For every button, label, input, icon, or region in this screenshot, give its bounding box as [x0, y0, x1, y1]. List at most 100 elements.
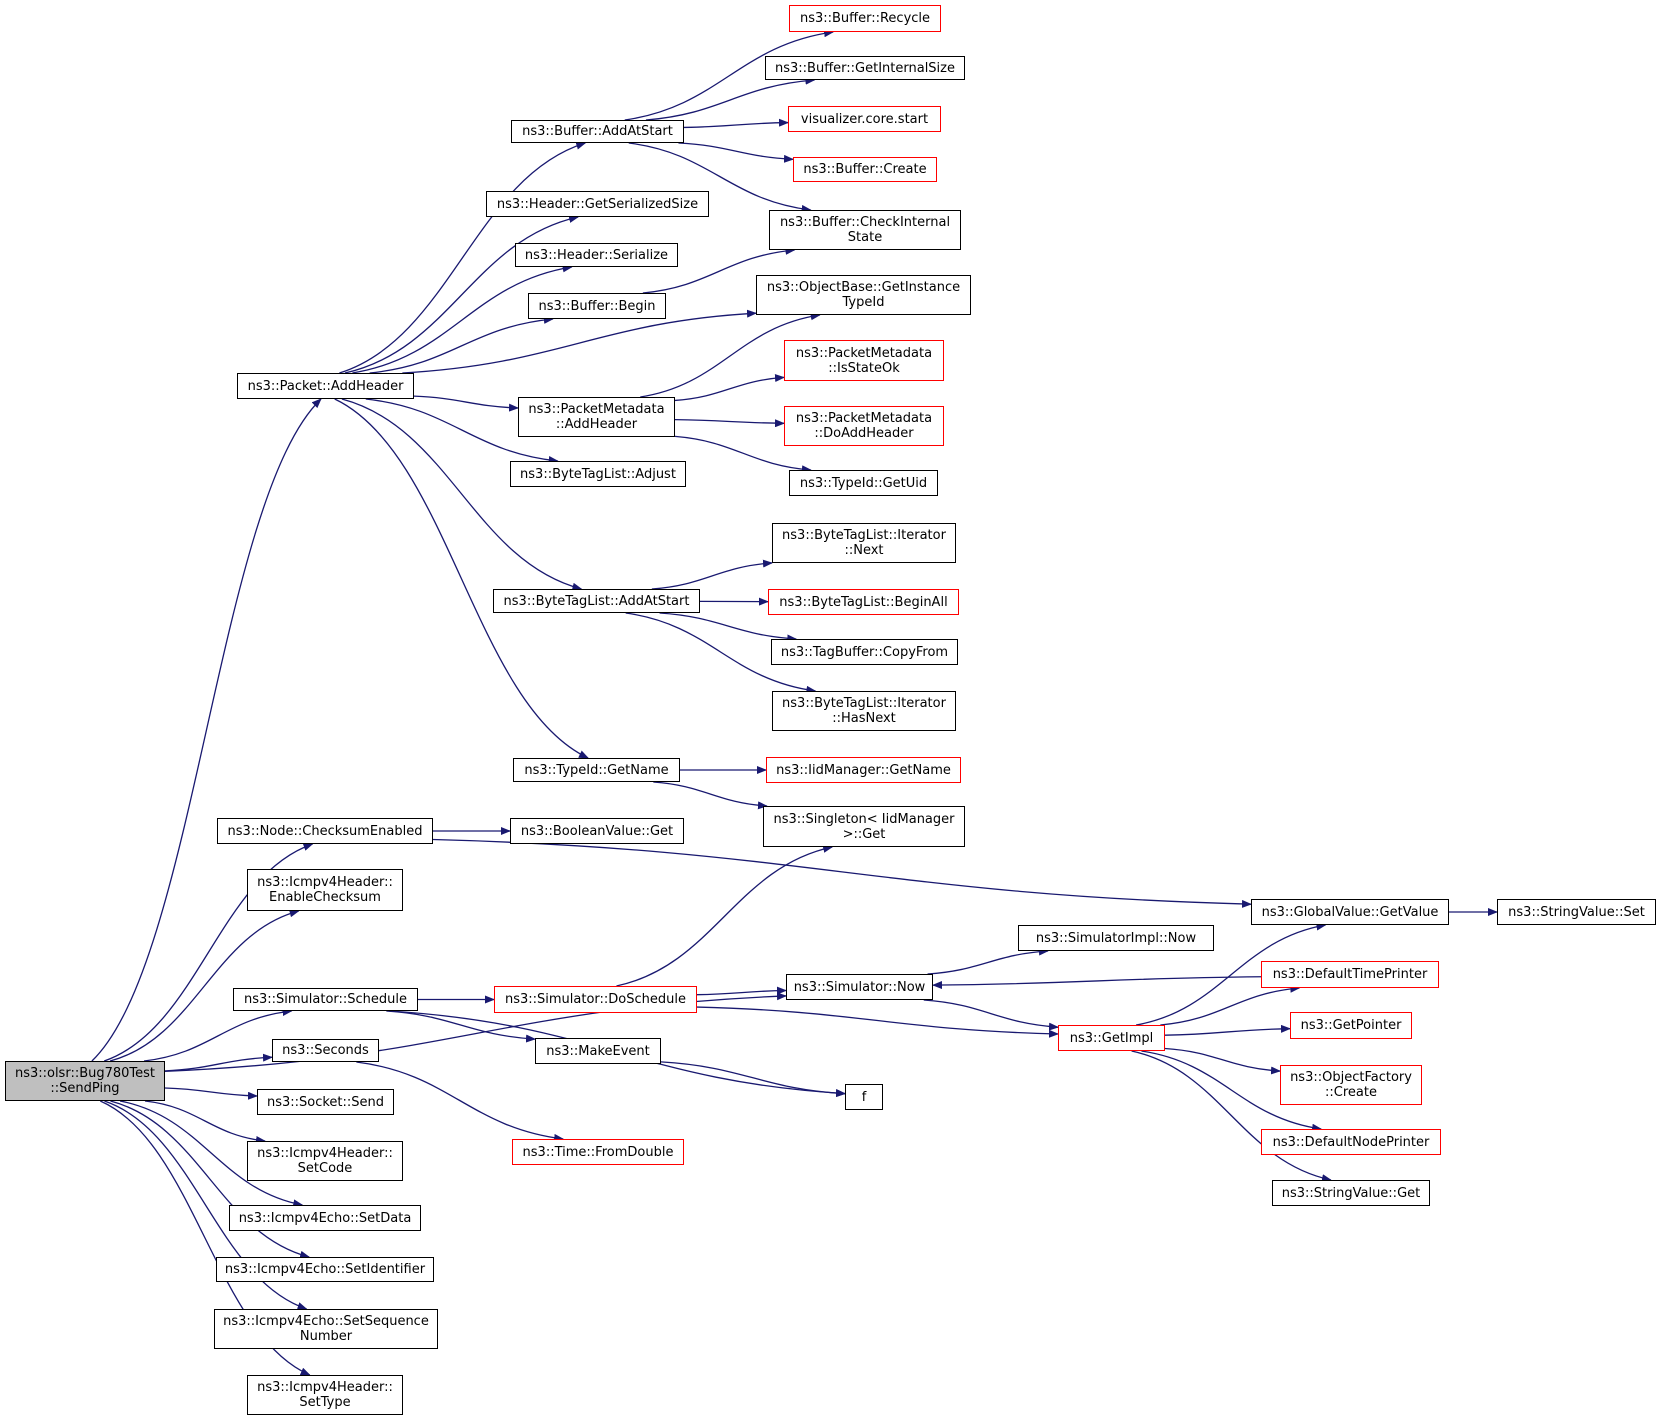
node-iidmanager-getname[interactable]: ns3::IidManager::GetName: [766, 757, 961, 783]
node-label: ::Next: [844, 543, 884, 558]
node-label: EnableChecksum: [269, 890, 381, 905]
node-label: ns3::GetPointer: [1300, 1018, 1402, 1033]
node-label: ns3::Simulator::DoSchedule: [504, 992, 687, 1007]
node-buffer-getinternalsize[interactable]: ns3::Buffer::GetInternalSize: [765, 56, 965, 80]
edge-packet-addheader-to-objectbase-getinstancetypeid: [402, 309, 757, 374]
edge-root-to-simulator-schedule: [143, 1008, 293, 1062]
node-buffer-create[interactable]: ns3::Buffer::Create: [793, 157, 937, 182]
node-label: ns3::Time::FromDouble: [522, 1144, 674, 1160]
node-buffer-begin[interactable]: ns3::Buffer::Begin: [528, 293, 666, 319]
node-packetmetadata-addheader[interactable]: ns3::PacketMetadata::AddHeader: [518, 397, 675, 437]
edge-packetmetadata-addheader-to-packetmetadata-isstateok: [674, 374, 785, 402]
edge-packet-addheader-to-buffer-begin: [369, 315, 554, 374]
node-globalvalue-getvalue[interactable]: ns3::GlobalValue::GetValue: [1251, 899, 1449, 925]
node-makeevent[interactable]: ns3::MakeEvent: [535, 1038, 661, 1064]
node-bytetaglist-iterator-hasnext[interactable]: ns3::ByteTagList::Iterator::HasNext: [772, 691, 956, 731]
node-icmpv4header-setcode[interactable]: ns3::Icmpv4Header::SetCode: [247, 1141, 403, 1181]
node-label: visualizer.core.start: [800, 111, 929, 127]
node-icmpv4echo-setdata[interactable]: ns3::Icmpv4Echo::SetData: [229, 1205, 421, 1231]
node-icmpv4echo-setidentifier[interactable]: ns3::Icmpv4Echo::SetIdentifier: [216, 1257, 434, 1282]
node-tagbuffer-copyfrom[interactable]: ns3::TagBuffer::CopyFrom: [771, 639, 958, 665]
node-simulatorimpl-now[interactable]: ns3::SimulatorImpl::Now: [1018, 925, 1214, 951]
node-header-serialize[interactable]: ns3::Header::Serialize: [515, 243, 678, 267]
node-label: ns3::Socket::Send: [266, 1094, 385, 1110]
node-packetmetadata-doaddheader[interactable]: ns3::PacketMetadata::DoAddHeader: [784, 406, 944, 446]
node-simulator-now[interactable]: ns3::Simulator::Now: [786, 974, 933, 1000]
node-label: ::AddHeader: [555, 417, 638, 432]
node-socket-send[interactable]: ns3::Socket::Send: [257, 1089, 394, 1115]
edge-simulator-now-to-simulatorimpl-now: [927, 947, 1049, 975]
node-header-getserializedsize[interactable]: ns3::Header::GetSerializedSize: [486, 191, 709, 217]
node-bytetaglist-addatstart[interactable]: ns3::ByteTagList::AddAtStart: [493, 589, 700, 613]
node-label: ns3::Buffer::Create: [803, 162, 927, 177]
edge-bytetaglist-addatstart-to-tagbuffer-copyfrom: [659, 612, 798, 643]
node-label: ns3::MakeEvent: [546, 1043, 650, 1059]
node-booleanvalue-get[interactable]: ns3::BooleanValue::Get: [510, 818, 684, 844]
node-time-fromdouble[interactable]: ns3::Time::FromDouble: [512, 1139, 684, 1165]
node-label: ns3::ByteTagList::Iterator: [782, 696, 946, 711]
node-bytetaglist-beginall[interactable]: ns3::ByteTagList::BeginAll: [768, 589, 959, 615]
edge-buffer-addatstart-to-buffer-getinternalsize: [645, 76, 816, 121]
node-getimpl[interactable]: ns3::GetImpl: [1058, 1025, 1165, 1051]
node-packetmetadata-isstateok[interactable]: ns3::PacketMetadata::IsStateOk: [784, 340, 944, 381]
node-typeid-getname[interactable]: ns3::TypeId::GetName: [513, 758, 680, 782]
node-label: ns3::Header::GetSerializedSize: [496, 196, 699, 212]
node-label: SetCode: [297, 1161, 353, 1176]
node-defaulttimeprinter[interactable]: ns3::DefaultTimePrinter: [1261, 961, 1439, 988]
edge-packet-addheader-to-header-serialize: [352, 264, 573, 374]
edge-node-checksumenabled-to-globalvalue-getvalue: [432, 838, 1252, 908]
node-root: ns3::olsr::Bug780Test::SendPing: [5, 1061, 165, 1101]
edge-seconds-to-time-fromdouble: [356, 1061, 565, 1142]
node-stringvalue-set[interactable]: ns3::StringValue::Set: [1497, 899, 1656, 925]
edge-getimpl-to-globalvalue-getvalue: [1135, 922, 1327, 1026]
node-bytetaglist-adjust[interactable]: ns3::ByteTagList::Adjust: [510, 461, 686, 487]
node-defaultnodeprinter[interactable]: ns3::DefaultNodePrinter: [1261, 1129, 1441, 1155]
node-label: ns3::IidManager::GetName: [776, 762, 951, 778]
node-packet-addheader[interactable]: ns3::Packet::AddHeader: [237, 373, 414, 399]
node-stringvalue-get[interactable]: ns3::StringValue::Get: [1272, 1180, 1430, 1206]
node-label: ns3::GetImpl: [1069, 1030, 1154, 1046]
edge-root-to-icmpv4header-enablechecksum: [109, 909, 300, 1062]
node-objectfactory-create[interactable]: ns3::ObjectFactory::Create: [1280, 1065, 1422, 1105]
node-seconds[interactable]: ns3::Seconds: [272, 1039, 379, 1062]
edge-simulator-doschedule-to-singleton-iidmanager-get: [616, 844, 834, 987]
node-icmpv4header-settype[interactable]: ns3::Icmpv4Header::SetType: [247, 1375, 403, 1415]
node-label: ns3::ObjectBase::GetInstance: [766, 280, 961, 295]
node-visualizer-core-start[interactable]: visualizer.core.start: [788, 106, 941, 132]
node-label: ::DoAddHeader: [814, 426, 914, 441]
node-simulator-schedule[interactable]: ns3::Simulator::Schedule: [233, 988, 418, 1011]
node-label: ns3::Buffer::AddAtStart: [522, 124, 673, 139]
edge-getimpl-to-defaultnodeprinter: [1141, 1050, 1323, 1132]
node-label: ns3::BooleanValue::Get: [520, 823, 674, 839]
node-node-checksumenabled[interactable]: ns3::Node::ChecksumEnabled: [217, 818, 433, 844]
node-buffer-recycle[interactable]: ns3::Buffer::Recycle: [789, 5, 941, 32]
edge-buffer-begin-to-buffer-checkinternalstate: [642, 246, 796, 294]
node-singleton-iidmanager-get[interactable]: ns3::Singleton< IidManager>::Get: [763, 806, 965, 847]
edge-root-to-socket-send: [164, 1087, 258, 1100]
node-typeid-getuid[interactable]: ns3::TypeId::GetUid: [789, 470, 938, 496]
node-label: ns3::ByteTagList::BeginAll: [779, 594, 948, 610]
node-label: ns3::Icmpv4Echo::SetData: [238, 1210, 412, 1226]
node-label: ns3::Packet::AddHeader: [247, 378, 404, 394]
node-label: TypeId: [842, 295, 885, 310]
edge-makeevent-to-f: [660, 1061, 846, 1098]
node-getpointer[interactable]: ns3::GetPointer: [1290, 1012, 1412, 1039]
node-label: ns3::Header::Serialize: [524, 247, 669, 263]
node-simulator-doschedule[interactable]: ns3::Simulator::DoSchedule: [494, 986, 697, 1013]
node-label: ns3::StringValue::Get: [1281, 1185, 1421, 1201]
node-label: ns3::ByteTagList::Adjust: [520, 466, 676, 482]
node-icmpv4header-enablechecksum[interactable]: ns3::Icmpv4Header::EnableChecksum: [247, 869, 403, 911]
node-label: ns3::Icmpv4Echo::SetIdentifier: [224, 1262, 426, 1277]
node-label: Number: [299, 1329, 353, 1344]
node-label: f: [861, 1089, 867, 1105]
node-label: ns3::SimulatorImpl::Now: [1035, 930, 1197, 946]
node-bytetaglist-iterator-next[interactable]: ns3::ByteTagList::Iterator::Next: [772, 523, 956, 563]
node-buffer-addatstart[interactable]: ns3::Buffer::AddAtStart: [511, 120, 684, 143]
node-f[interactable]: f: [845, 1084, 883, 1110]
node-label: ns3::Buffer::Recycle: [799, 11, 931, 26]
node-label: ns3::Icmpv4Header::: [257, 1380, 393, 1395]
